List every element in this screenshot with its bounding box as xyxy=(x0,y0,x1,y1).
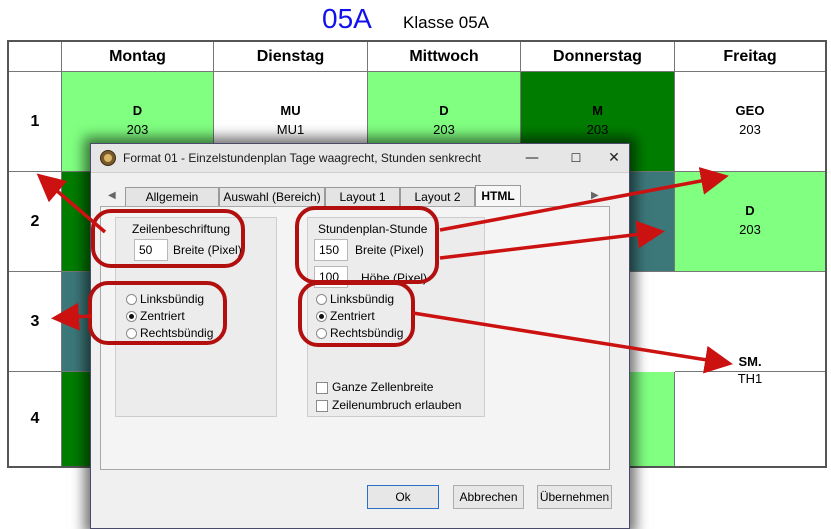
tab-auswahl[interactable]: Auswahl (Bereich) xyxy=(219,187,325,206)
maximize-button[interactable]: ☐ xyxy=(570,151,582,165)
tab-layout-1[interactable]: Layout 1 xyxy=(325,187,400,206)
dialog-title: Format 01 - Einzelstundenplan Tage waagr… xyxy=(123,151,481,165)
day-header-dienstag: Dienstag xyxy=(214,42,368,72)
lesson-align-right-label: Rechtsbündig xyxy=(330,326,404,340)
full-cell-width-checkbox[interactable] xyxy=(316,382,328,394)
class-name-title: Klasse 05A xyxy=(403,13,489,32)
lesson-cell[interactable] xyxy=(675,372,825,466)
html-tab-panel: Zeilenbeschriftung 50 Breite (Pixel) Lin… xyxy=(100,206,610,470)
lesson-subject: D xyxy=(132,103,143,118)
lesson-room: 203 xyxy=(739,222,761,237)
lesson-width-unit: Breite (Pixel) xyxy=(355,243,424,257)
period-label-1: 1 xyxy=(9,72,62,172)
row-label-heading: Zeilenbeschriftung xyxy=(132,222,231,236)
day-header-montag: Montag xyxy=(62,42,214,72)
tab-scroll-right-icon[interactable]: ▶ xyxy=(591,190,599,201)
lesson-align-left-radio[interactable] xyxy=(316,294,327,305)
allow-wrap-checkbox[interactable] xyxy=(316,400,328,412)
lesson-align-right-radio[interactable] xyxy=(316,328,327,339)
lesson-subject: SM. xyxy=(738,354,762,369)
lesson-subject: D xyxy=(439,103,449,118)
lesson-align-left-label: Linksbündig xyxy=(330,292,395,306)
ok-button[interactable]: Ok xyxy=(367,485,439,509)
minimize-button[interactable]: — xyxy=(525,150,539,166)
lesson-cell[interactable]: D 203 xyxy=(675,172,825,272)
close-button[interactable]: ✕ xyxy=(608,150,620,166)
lesson-height-unit: Höhe (Pixel) xyxy=(361,271,428,285)
lesson-room: MU1 xyxy=(276,122,305,137)
row-label-width-input[interactable]: 50 xyxy=(134,239,168,261)
corner-cell xyxy=(9,42,62,72)
row-align-right-label: Rechtsbündig xyxy=(140,326,214,340)
period-label-3: 3 xyxy=(9,272,62,372)
row-label-width-unit: Breite (Pixel) xyxy=(173,243,242,257)
row-align-right-radio[interactable] xyxy=(126,328,137,339)
period-label-4: 4 xyxy=(9,372,62,466)
lesson-cell-heading: Stundenplan-Stunde xyxy=(318,222,428,236)
lesson-room: 203 xyxy=(739,122,761,137)
tab-scroll-left-icon[interactable]: ◀ xyxy=(108,190,116,201)
lesson-cell[interactable]: SM. TH1 xyxy=(675,272,825,386)
tab-html[interactable]: HTML xyxy=(475,185,521,207)
tab-layout-2[interactable]: Layout 2 xyxy=(400,187,475,206)
day-header-freitag: Freitag xyxy=(675,42,825,72)
lesson-cell-group: Stundenplan-Stunde 150 Breite (Pixel) 10… xyxy=(307,217,485,417)
lesson-subject: GEO xyxy=(735,103,765,118)
row-align-center-label: Zentriert xyxy=(140,309,185,323)
apply-button[interactable]: Übernehmen xyxy=(537,485,612,509)
allow-wrap-label: Zeilenumbruch erlauben xyxy=(332,398,462,412)
row-align-left-radio[interactable] xyxy=(126,294,137,305)
lesson-room: 203 xyxy=(586,122,609,137)
cancel-button[interactable]: Abbrechen xyxy=(453,485,524,509)
period-label-2: 2 xyxy=(9,172,62,272)
lesson-cell[interactable]: GEO 203 xyxy=(675,72,825,172)
lesson-width-input[interactable]: 150 xyxy=(314,239,348,261)
lesson-room: 203 xyxy=(126,122,149,137)
class-code-title: 05A xyxy=(322,3,372,34)
row-align-center-radio[interactable] xyxy=(126,311,137,322)
row-align-left-label: Linksbündig xyxy=(140,292,205,306)
lesson-align-center-label: Zentriert xyxy=(330,309,375,323)
lesson-room: TH1 xyxy=(737,371,763,386)
tab-allgemein[interactable]: Allgemein xyxy=(125,187,219,206)
lesson-subject: D xyxy=(745,203,755,218)
lesson-align-center-radio[interactable] xyxy=(316,311,327,322)
dialog-titlebar[interactable]: Format 01 - Einzelstundenplan Tage waagr… xyxy=(91,144,629,173)
lesson-height-input[interactable]: 100 xyxy=(314,266,348,288)
lesson-subject: MU xyxy=(280,103,301,118)
row-label-group: Zeilenbeschriftung 50 Breite (Pixel) Lin… xyxy=(115,217,277,417)
format-dialog: Format 01 - Einzelstundenplan Tage waagr… xyxy=(90,143,630,529)
lesson-subject: M xyxy=(592,103,603,118)
full-cell-width-label: Ganze Zellenbreite xyxy=(332,380,434,394)
day-header-donnerstag: Donnerstag xyxy=(521,42,675,72)
lesson-room: 203 xyxy=(433,122,455,137)
app-icon xyxy=(100,150,116,166)
day-header-mittwoch: Mittwoch xyxy=(368,42,521,72)
